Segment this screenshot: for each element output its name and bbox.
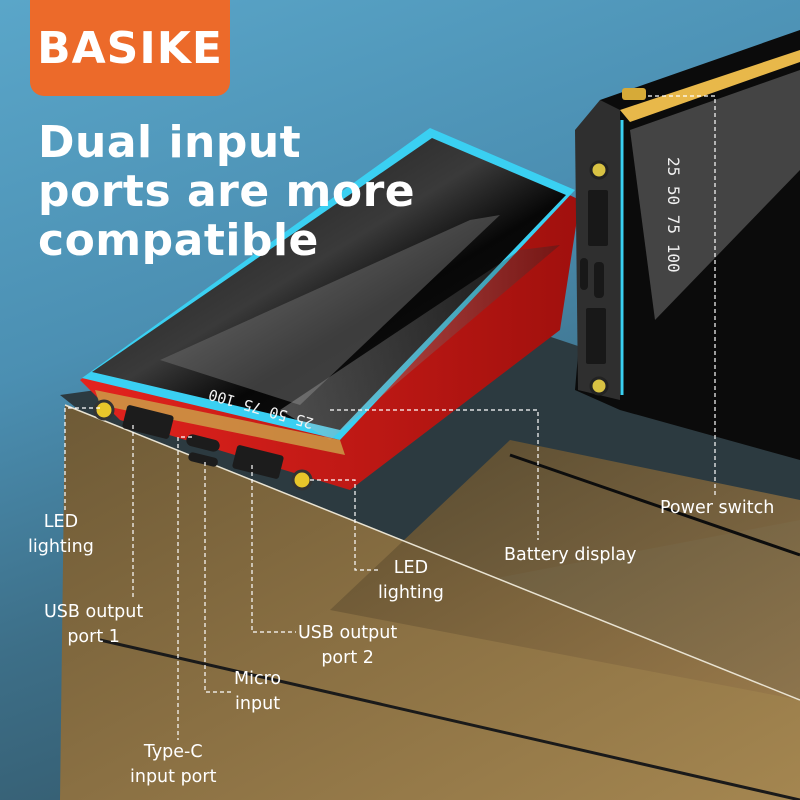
type-c-port — [186, 434, 220, 452]
headline-line-2: ports are more — [38, 166, 416, 217]
led-light-right — [291, 469, 313, 491]
callout-led-right: LED lighting — [378, 558, 444, 603]
power-switch — [622, 88, 646, 100]
callout-battery-display: Battery display — [504, 545, 637, 565]
power-bank-side: 25 50 75 100 — [575, 30, 800, 460]
headline: Dual input ports are more compatible — [38, 118, 415, 265]
callout-led-left: LED lighting — [28, 512, 94, 557]
usb-port-1 — [122, 405, 174, 439]
pedestal-right — [330, 440, 800, 700]
callout-lines — [64, 95, 716, 740]
side-battery-display: 25 50 75 100 — [664, 157, 683, 273]
pedestal-edge — [64, 404, 800, 701]
callout-usb-port-1: USB output port 1 — [44, 602, 144, 647]
usb-port-2 — [232, 445, 284, 479]
callout-type-c: Type-C input port — [130, 742, 217, 787]
led-light-left — [93, 399, 115, 421]
headline-line-1: Dual input — [38, 117, 302, 168]
power-bank-front: 25 50 75 100 — [80, 128, 580, 491]
step-seam — [509, 453, 800, 557]
brand-logo: BASIKE — [30, 0, 230, 96]
callout-micro-input: Micro input — [234, 669, 282, 714]
micro-usb-port — [188, 452, 218, 467]
pedestal-seam — [99, 638, 800, 800]
callout-usb-port-2: USB output port 2 — [298, 623, 398, 668]
callout-power-switch: Power switch — [660, 498, 775, 518]
headline-line-3: compatible — [38, 215, 319, 266]
